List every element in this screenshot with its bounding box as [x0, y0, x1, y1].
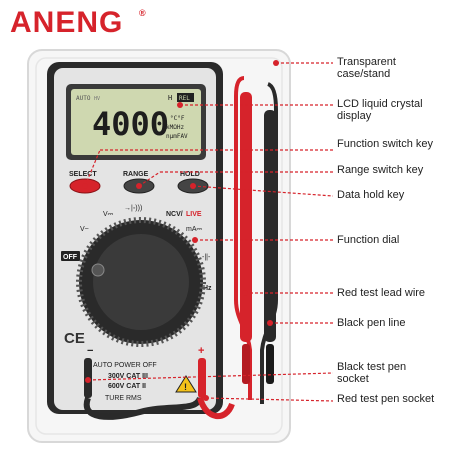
- lcd-auto: AUTO: [76, 95, 91, 102]
- red-test-probe: [240, 92, 252, 342]
- dial-label-hz: Hz: [203, 285, 212, 292]
- ce-mark: CE: [64, 330, 85, 347]
- black-test-probe: [264, 110, 276, 342]
- dial-label-capacitance: -||-: [202, 254, 211, 261]
- off-label-box: [61, 251, 80, 261]
- callout-lcd-display: LCD liquid crystal display: [337, 98, 423, 122]
- cat3-label: 300V CAT III: [108, 373, 148, 380]
- hold-label: HOLD: [180, 171, 200, 178]
- registered-mark: ®: [139, 8, 146, 18]
- function-dial-pointer: [91, 263, 105, 277]
- lcd-unit-top: °C°F: [170, 115, 185, 122]
- callout-range-switch-key: Range switch key: [337, 164, 424, 176]
- black-lead-cable-bottom: [83, 396, 203, 420]
- function-dial-face: [93, 234, 189, 330]
- true-rms-label: TURE RMS: [105, 395, 142, 402]
- function-dial-knurl: [76, 217, 206, 347]
- callout-red-test-lead-wire: Red test lead wire: [337, 287, 426, 299]
- warning-mark: !: [184, 382, 187, 392]
- callout-function-dial: Function dial: [337, 234, 400, 246]
- dial-label-diode: →|◦))): [124, 205, 142, 212]
- callout-black-test-pen-socket: Black test pen socket: [337, 361, 407, 385]
- warning-triangle-icon: [175, 375, 197, 393]
- callout-data-hold-key: Data hold key: [337, 189, 405, 201]
- dial-label-ncv: NCV/: [166, 211, 183, 218]
- dial-label-off: OFF: [63, 254, 78, 261]
- cat2-label: 600V CAT II: [108, 383, 146, 390]
- brand-logo: ANENG: [10, 6, 124, 39]
- lcd-screen: [71, 89, 201, 155]
- callout-red-test-pen-socket: Red test pen socket: [337, 393, 435, 405]
- red-probe-grip: [242, 344, 250, 384]
- callout-black-pen-line: Black pen line: [337, 317, 406, 329]
- minus-label: −: [87, 345, 93, 357]
- lcd-rel: REL: [179, 95, 190, 102]
- select-label: SELECT: [69, 171, 97, 178]
- lcd-rel-box: [177, 93, 194, 102]
- range-label: RANGE: [123, 171, 149, 178]
- black-probe-grip: [266, 344, 274, 384]
- lcd-unit-mid: kMΩHz: [166, 124, 184, 131]
- callout-transparent-case: Transparent case/stand: [337, 56, 396, 80]
- lcd-hold-indicator: H: [168, 94, 172, 102]
- dial-label-ma: mA⎓: [186, 226, 203, 233]
- dial-label-live: LIVE: [186, 211, 202, 218]
- dial-label-v-ac: V~: [80, 226, 89, 233]
- lcd-hv: HV: [94, 96, 100, 102]
- callout-function-switch-key: Function switch key: [337, 138, 433, 150]
- lcd-reading: 4000: [92, 105, 169, 143]
- case-inner-rim: [35, 57, 283, 435]
- lcd-unit-bot: nµmFAV: [166, 133, 188, 140]
- plus-label: +: [198, 345, 204, 357]
- callout-lines: [84, 62, 334, 402]
- callout-dots: [82, 60, 279, 401]
- dial-label-v-dc: V⎓: [103, 211, 114, 218]
- red-lead-cable-bottom: [197, 396, 235, 419]
- auto-power-off-label: AUTO POWER OFF: [93, 362, 157, 369]
- red-test-pen-socket: [198, 358, 206, 398]
